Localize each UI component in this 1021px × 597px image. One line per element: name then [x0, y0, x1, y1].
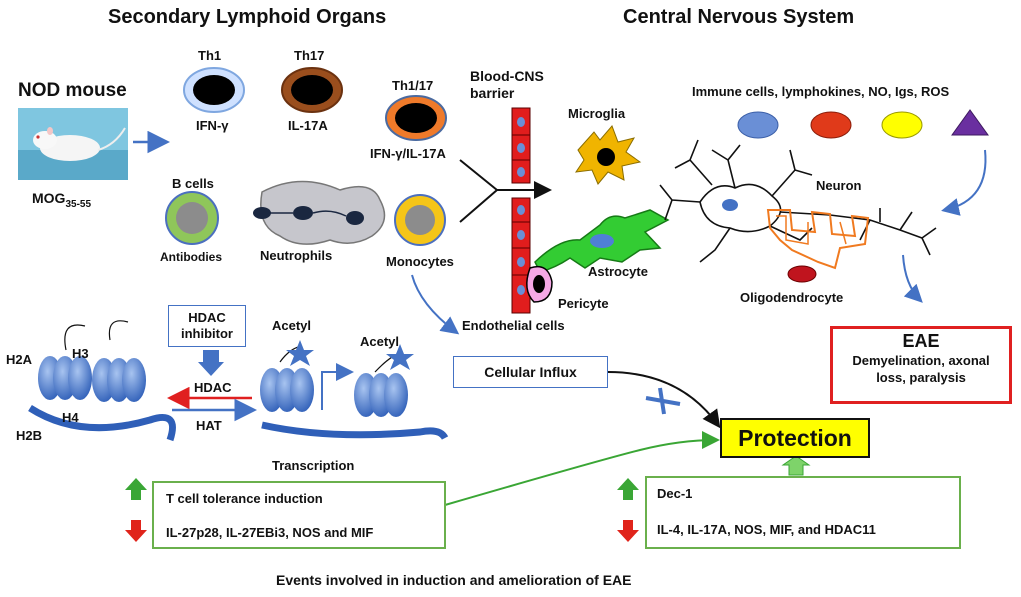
barrier-label: Blood-CNS barrier	[470, 68, 544, 101]
cellular-influx-label: Cellular Influx	[484, 364, 577, 380]
immune-cells-icon	[737, 111, 779, 139]
inhibitor-arrow	[198, 350, 224, 376]
neuron-label: Neuron	[816, 178, 862, 193]
left-up-arrow	[125, 478, 147, 500]
protection-label: Protection	[738, 425, 852, 451]
th17-cytokine: IL-17A	[288, 118, 328, 133]
eae-arrow	[902, 254, 923, 303]
nucleosome-open	[260, 340, 449, 440]
right-down-arrow	[617, 520, 639, 542]
acetyl-label-1: Acetyl	[272, 318, 312, 333]
mediator-arrow	[941, 149, 987, 216]
right-up-arrow	[617, 478, 639, 500]
eae-box: EAE Demyelination, axonal loss, paralysi…	[830, 326, 1012, 404]
dec1-arrow	[781, 455, 811, 476]
eae-description: Demyelination, axonal loss, paralysis	[852, 353, 990, 385]
left-down-effect: IL-27p28, IL-27EBi3, NOS and MIF	[166, 525, 374, 540]
antigen-label: MOG35-55	[32, 190, 92, 210]
right-effects-box: Dec-1 IL-4, IL-17A, NOS, MIF, and HDAC11	[645, 476, 961, 549]
hdac-inhibitor-label: HDAC inhibitor	[181, 310, 233, 341]
monocytes-label: Monocytes	[386, 254, 454, 269]
astrocyte-label: Astrocyte	[588, 264, 648, 279]
right-down-effect: IL-4, IL-17A, NOS, MIF, and HDAC11	[657, 522, 876, 537]
neuron-nucleus	[722, 199, 738, 211]
no-icon	[881, 111, 923, 139]
cellular-influx-box: Cellular Influx	[453, 356, 608, 388]
th1-17-cytokine: IFN-γ/IL-17A	[370, 146, 446, 161]
antibodies-label: Antibodies	[160, 250, 222, 264]
protection-box: Protection	[720, 418, 870, 458]
block-mark	[645, 387, 681, 415]
igs-ros-icon	[951, 109, 989, 136]
blood-vessel	[511, 107, 531, 314]
influx-arrow	[411, 274, 460, 335]
pericyte-label: Pericyte	[558, 296, 609, 311]
pericyte	[526, 265, 553, 303]
h2a-label: H2A	[6, 352, 33, 367]
th1-label: Th1	[198, 48, 222, 63]
blocked-arrow	[607, 371, 721, 429]
endothelial-label: Endothelial cells	[462, 318, 565, 333]
left-up-effect: T cell tolerance induction	[166, 491, 323, 506]
microglia-label: Microglia	[568, 106, 626, 121]
h4-label: H4	[62, 410, 79, 425]
oligodendrocyte	[766, 209, 870, 283]
bcells-label: B cells	[172, 176, 214, 191]
oligodendrocyte-label: Oligodendrocyte	[740, 290, 844, 305]
th17-label: Th17	[294, 48, 325, 63]
eae-title: EAE	[902, 331, 940, 351]
mouse-label: NOD mouse	[18, 80, 127, 101]
mouse-image	[18, 108, 128, 180]
th1-cytokine: IFN-γ	[196, 118, 229, 133]
neutrophils	[253, 180, 386, 245]
lymphokines-icon	[810, 111, 852, 139]
neuron	[659, 139, 937, 263]
hdac-inhibitor-box: HDAC inhibitor	[168, 305, 246, 347]
tolerance-arrow	[444, 431, 720, 506]
right-up-effect: Dec-1	[657, 486, 693, 501]
secondary-lymphoid-title: Secondary Lymphoid Organs	[108, 6, 387, 28]
hdac-label: HDAC	[194, 380, 232, 395]
h2b-label: H2B	[16, 428, 43, 443]
neutrophils-label: Neutrophils	[260, 248, 333, 263]
mediators-label: Immune cells, lymphokines, NO, Igs, ROS	[692, 84, 950, 99]
cns-title: Central Nervous System	[623, 6, 855, 28]
transcription-label: Transcription	[272, 458, 355, 473]
nucleosome-condensed	[28, 320, 176, 442]
hat-label: HAT	[196, 418, 222, 433]
astrocyte	[534, 209, 670, 273]
acetyl-label-2: Acetyl	[360, 334, 400, 349]
left-effects-box: T cell tolerance induction IL-27p28, IL-…	[152, 481, 446, 549]
microglia	[574, 125, 642, 185]
th1-17-label: Th1/17	[392, 78, 434, 93]
cns-entry-arrow	[459, 159, 548, 223]
left-down-arrow	[125, 520, 147, 542]
figure-caption: Events involved in induction and amelior…	[276, 572, 632, 588]
h3-label: H3	[72, 346, 89, 361]
